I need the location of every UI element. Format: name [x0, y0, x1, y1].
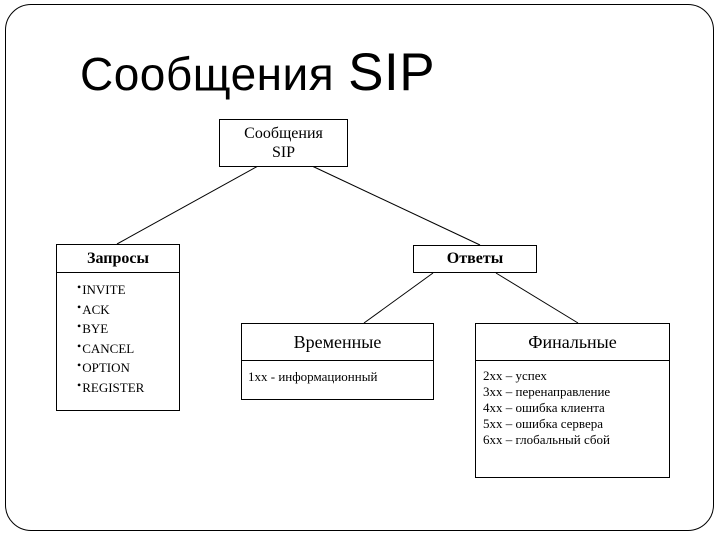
response-code: 1xx - информационный: [248, 369, 378, 384]
response-code: 4xx – ошибка клиента: [483, 400, 605, 415]
request-method: BYE: [82, 321, 109, 336]
bullet-icon: •: [77, 280, 82, 294]
list-item: •REGISTER: [77, 377, 177, 397]
node-final-header: Финальные: [476, 324, 669, 361]
list-item: •INVITE: [77, 279, 177, 299]
node-requests-body: •INVITE •ACK •BYE •CANCEL •OPTION •REGIS…: [57, 273, 179, 396]
node-root-line2: SIP: [271, 144, 296, 161]
list-item: •BYE: [77, 318, 177, 338]
node-provisional-header: Временные: [242, 324, 433, 361]
node-responses: Ответы: [413, 245, 537, 273]
page-title-main: Сообщения: [80, 48, 335, 100]
bullet-icon: •: [77, 358, 82, 372]
list-item: •OPTION: [77, 357, 177, 377]
response-code: 5xx – ошибка сервера: [483, 416, 604, 431]
bullet-icon: •: [77, 338, 82, 353]
bullet-icon: •: [77, 299, 82, 314]
connector-responses-to-final: [495, 272, 579, 324]
request-method: REGISTER: [82, 379, 145, 395]
node-provisional: Временные 1xx - информационный: [241, 323, 434, 400]
request-method: ACK: [82, 301, 110, 317]
node-requests: Запросы •INVITE •ACK •BYE •CANCEL •OPTIO…: [56, 244, 180, 411]
list-item: •ACK: [77, 299, 177, 319]
node-final: Финальные 2xx – успех 3xx – перенаправле…: [475, 323, 670, 478]
list-item: •CANCEL: [77, 338, 177, 358]
page-title: Сообщения SIP: [80, 42, 435, 103]
response-code: 3xx – перенаправление: [483, 384, 611, 399]
request-method: CANCEL: [82, 340, 135, 356]
bullet-icon: •: [77, 319, 82, 333]
connector-responses-to-provisional: [363, 272, 434, 324]
request-method: INVITE: [82, 282, 126, 297]
request-method: OPTION: [82, 360, 130, 375]
node-root-sip-messages: Сообщения SIP: [219, 119, 348, 167]
bullet-icon: •: [77, 377, 82, 392]
page-title-accent: SIP: [348, 43, 436, 102]
response-code: 2xx – успех: [483, 368, 547, 383]
node-requests-header: Запросы: [57, 245, 179, 273]
connector-root-to-requests: [116, 165, 259, 245]
node-provisional-body: 1xx - информационный: [242, 361, 433, 385]
connector-root-to-responses: [311, 165, 481, 246]
response-code: 6xx – глобальный сбой: [483, 432, 610, 447]
node-final-body: 2xx – успех 3xx – перенаправление 4xx – …: [476, 361, 669, 448]
node-root-line1: Сообщения: [244, 125, 323, 142]
